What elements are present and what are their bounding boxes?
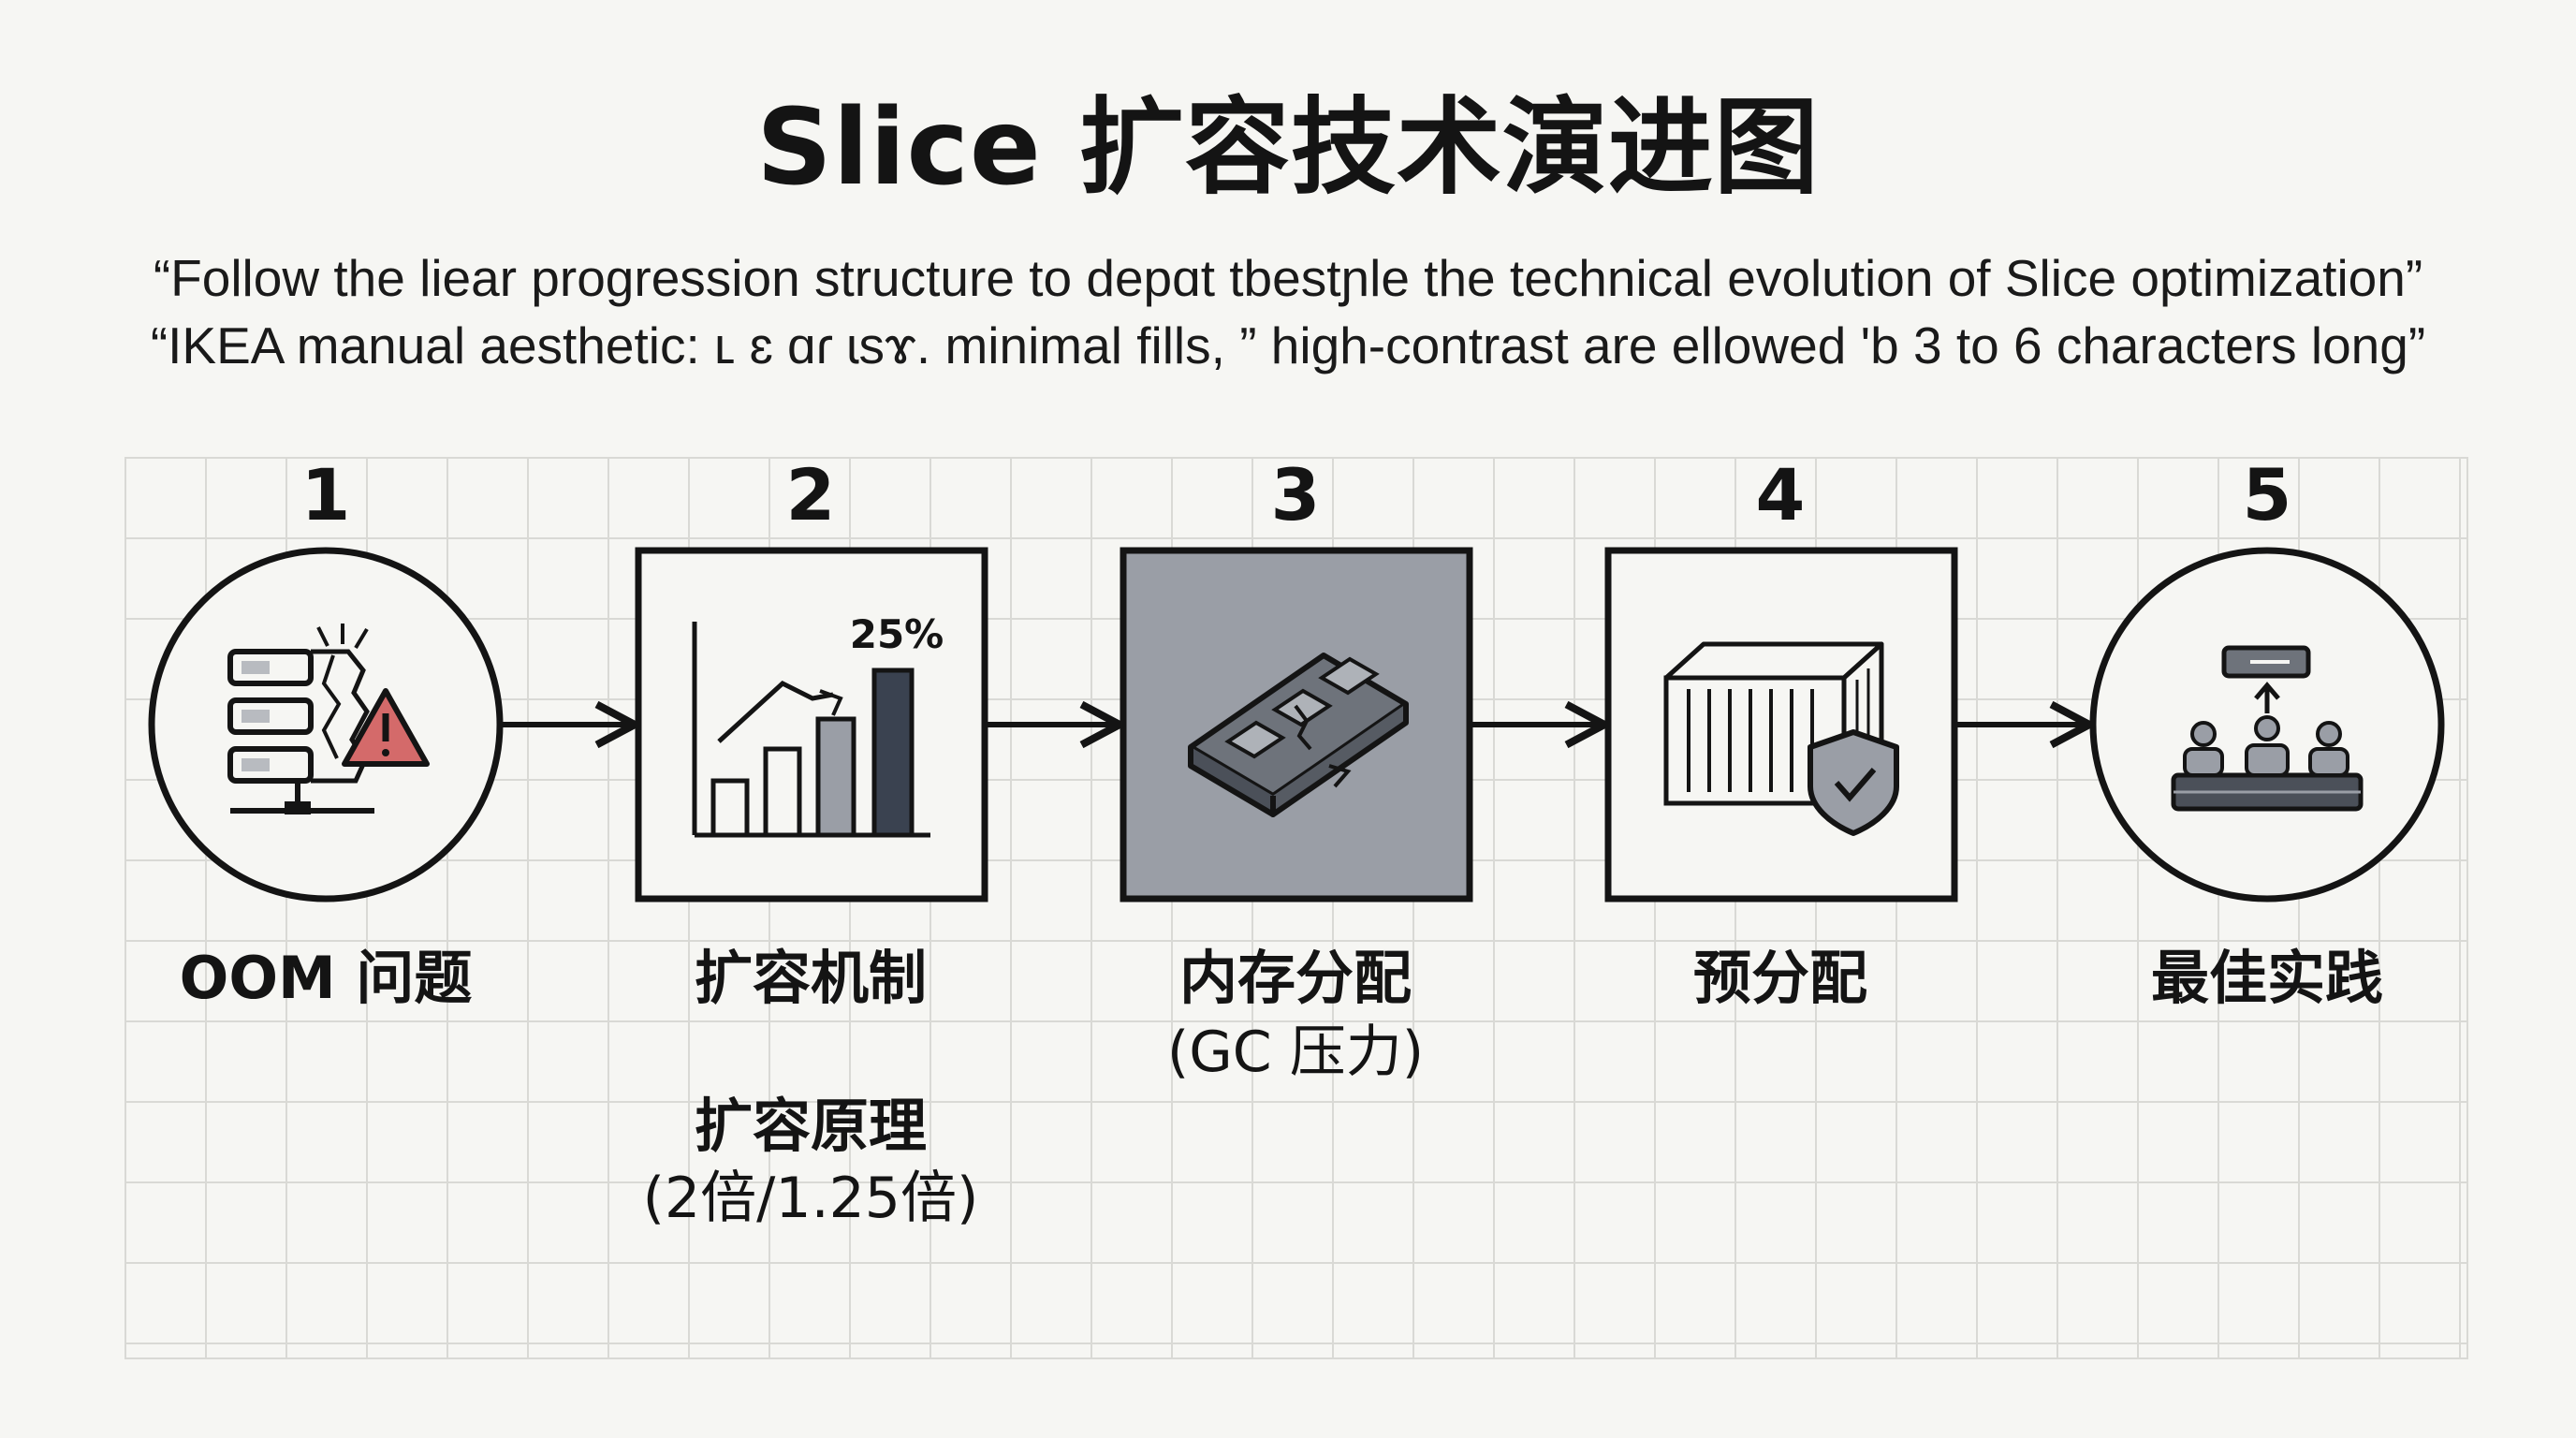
memory-chip-icon: [1188, 653, 1409, 817]
server-warning-icon: [227, 624, 430, 814]
growth-badge: 25%: [850, 611, 944, 657]
warning-triangle-icon: [342, 688, 430, 767]
subtitle-line-1: “Follow the liear progression structure …: [153, 249, 2423, 307]
step-5-label: 最佳实践: [2150, 944, 2383, 1012]
step-1-label: OOM 问题: [179, 944, 473, 1012]
shield-check-icon: [1808, 729, 1899, 836]
step-4-number: 4: [1755, 453, 1806, 536]
step-2-number: 2: [785, 453, 836, 536]
step-2-label: 扩容机制: [694, 944, 927, 1012]
team-board-icon: [2171, 645, 2364, 812]
step-1-number: 1: [300, 453, 351, 536]
step-3-label: 内存分配: [1178, 944, 1412, 1012]
page-title: Slice 扩容技术演进图: [756, 87, 1820, 209]
step-3-node: [1120, 547, 1473, 902]
step-5-number: 5: [2242, 453, 2292, 536]
bar-chart-growth-icon: [692, 622, 930, 838]
step-5-node: [2089, 547, 2445, 902]
step-2-node: [635, 547, 988, 902]
step-2-sublabel-title: 扩容原理: [694, 1092, 927, 1160]
step-3-sublabel-detail: (GC 压力): [1166, 1020, 1425, 1085]
step-4-node: [1604, 547, 1958, 902]
subtitle-line-2: “IKEA manual aesthetic: ʟ ɛ ɑɾ ɩsɤ. mini…: [150, 316, 2426, 374]
step-4-label: 预分配: [1692, 944, 1867, 1012]
container-shield-icon: [1663, 641, 1899, 836]
step-2-sublabel-detail: (2倍/1.25倍): [642, 1166, 979, 1231]
step-3-number: 3: [1270, 453, 1321, 536]
step-1-node: [148, 547, 504, 902]
